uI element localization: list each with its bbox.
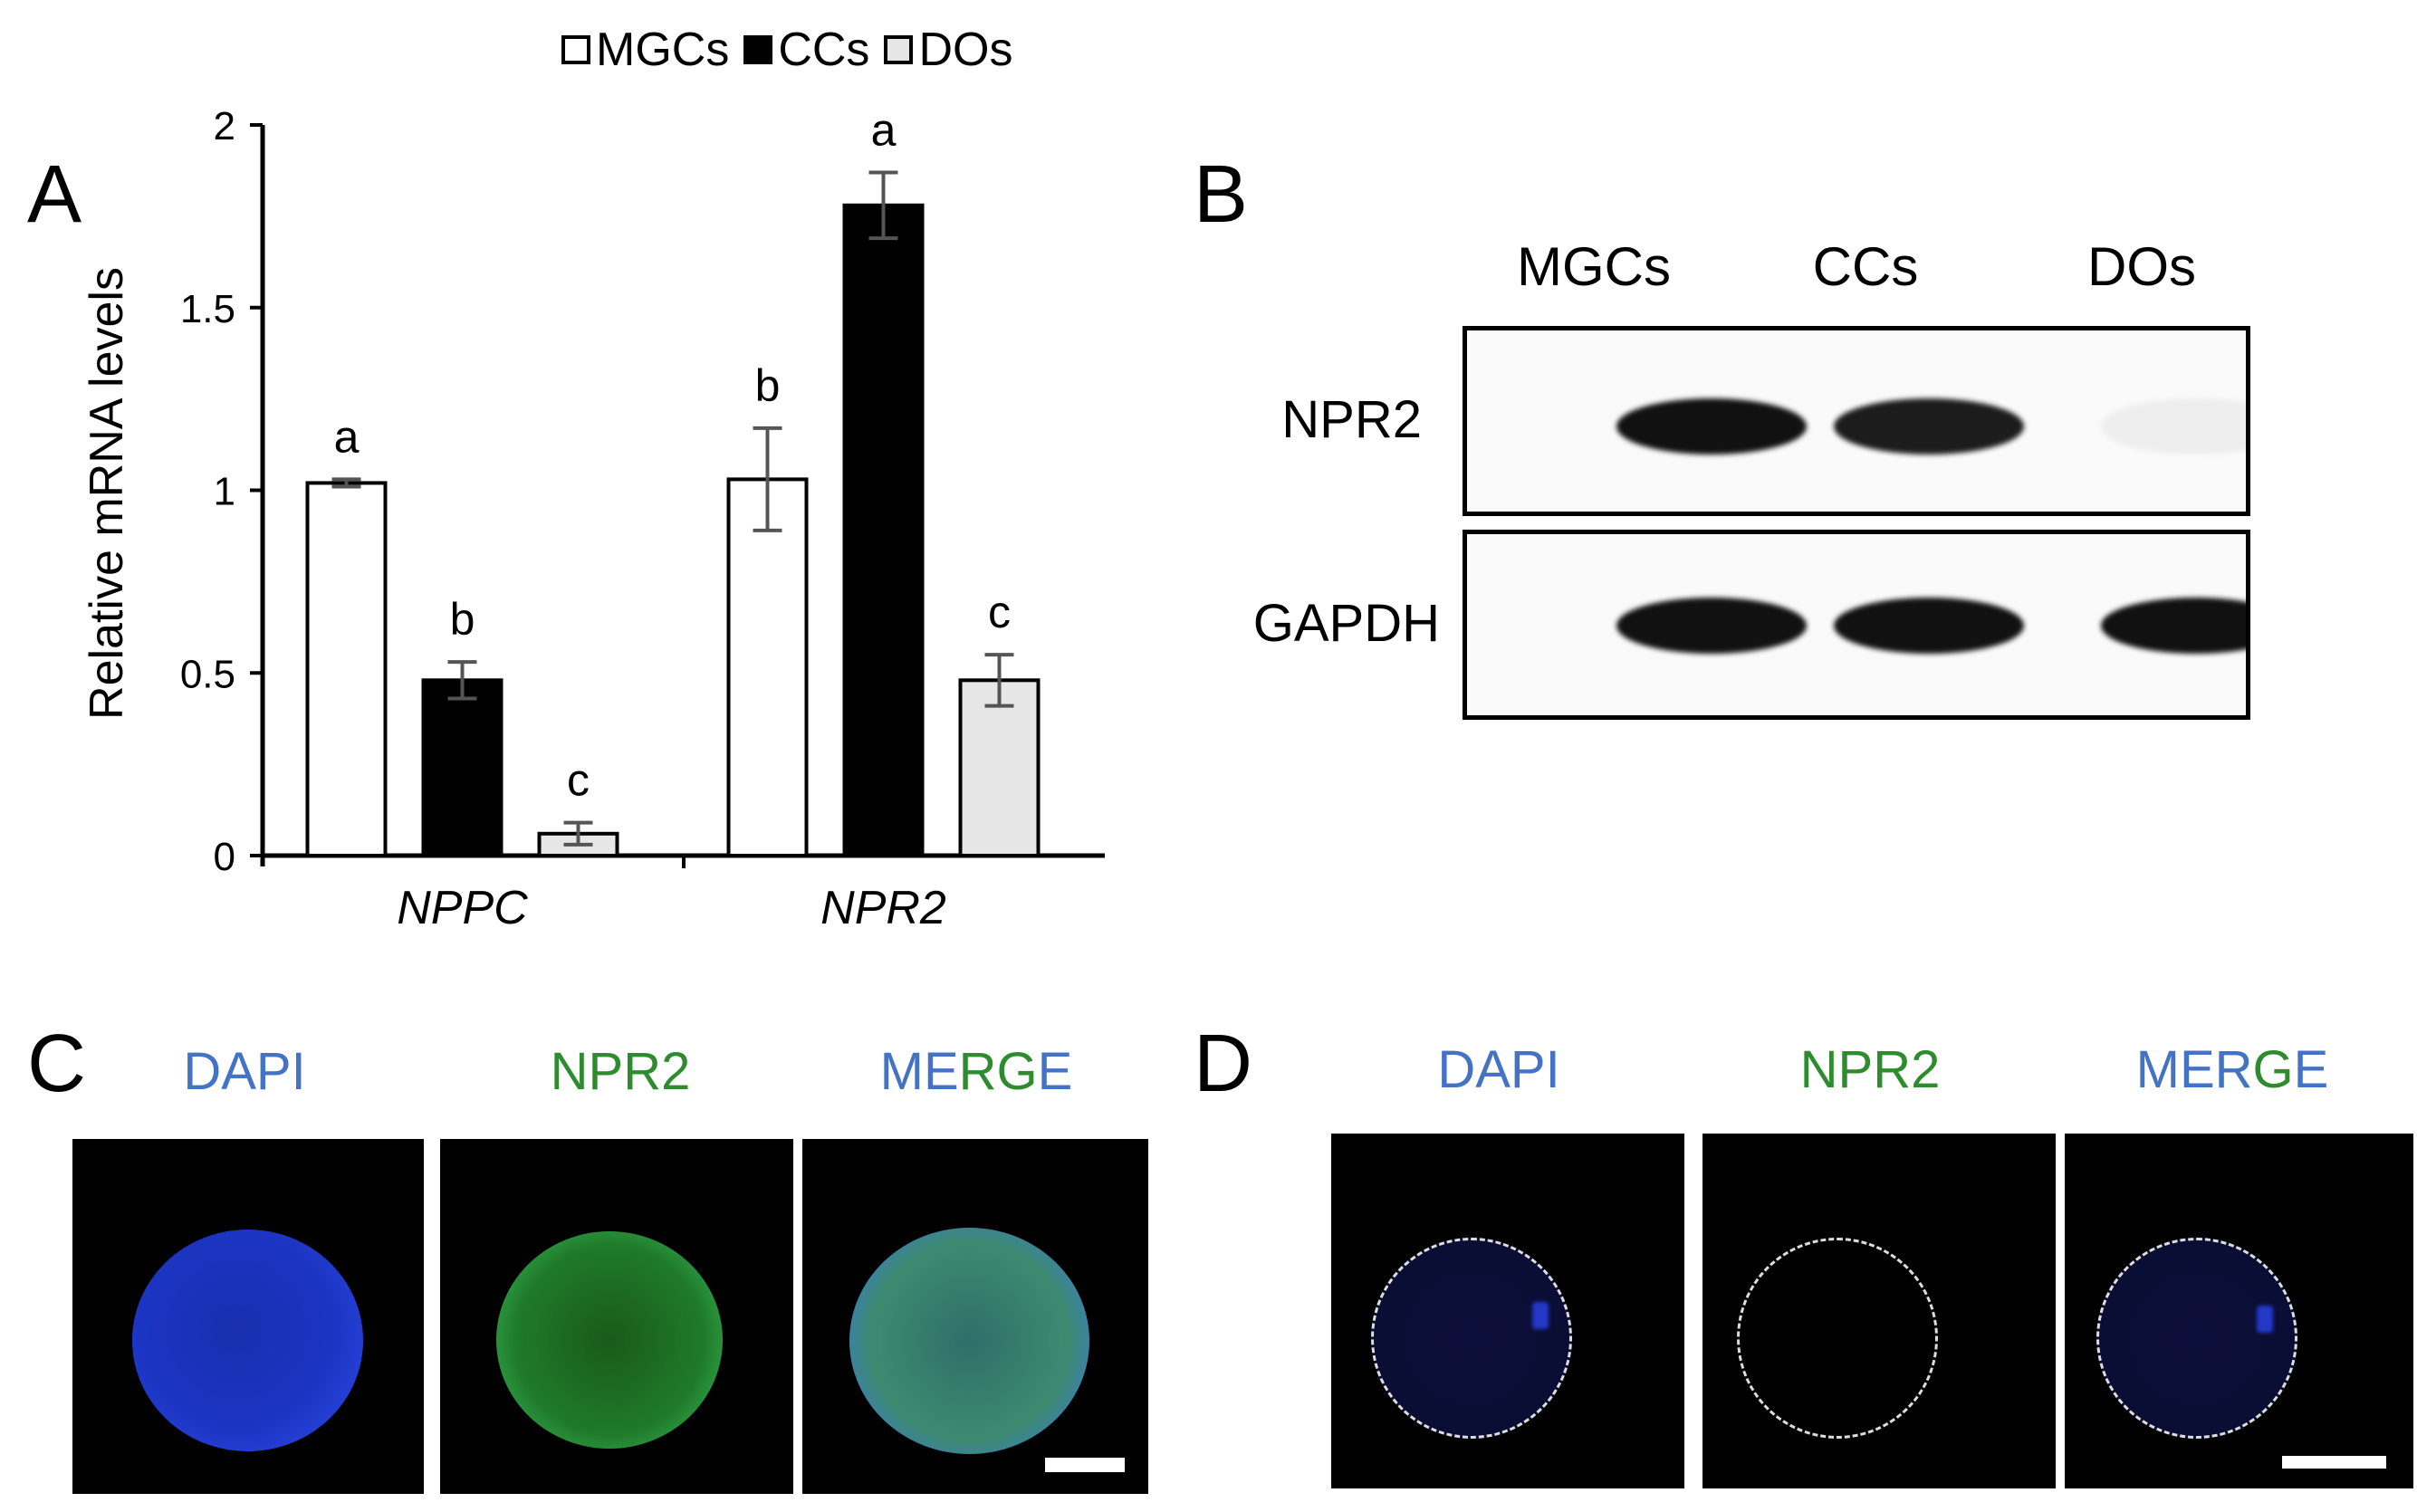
significance-letter-CCs-NPR2: a: [871, 104, 897, 155]
title-c-merge-rg: RG: [958, 1042, 1038, 1101]
title-c-merge-me: ME: [879, 1042, 959, 1101]
scale-bar-d: [2282, 1456, 2386, 1469]
micrograph-d-dapi: [1331, 1134, 1684, 1488]
row-label-npr2: NPR2: [1281, 390, 1422, 449]
band-npr2-dos: [2101, 398, 2246, 455]
significance-letter-DOs-NPR2: c: [988, 587, 1011, 637]
bar-CCs-NPR2: [842, 203, 925, 857]
lane-label-mgcs: MGCs: [1517, 236, 1671, 297]
micrograph-c-merge: [802, 1139, 1148, 1494]
chromatin-spot-d-merge: [2257, 1306, 2273, 1333]
significance-letter-MGCs-NPR2: b: [755, 360, 781, 411]
title-c-npr2: NPR2: [550, 1042, 691, 1101]
oocyte-merge-stain: [849, 1228, 1089, 1454]
legend-swatch-dos: [884, 35, 914, 64]
significance-letter-CCs-NPPC: b: [450, 594, 475, 645]
chart-legend: MGCs CCs DOs: [561, 18, 1027, 81]
bar-MGCs-NPPC: [305, 481, 388, 857]
oocyte-outline-d-npr2: [1737, 1238, 1938, 1439]
y-tick-label-0: 0: [214, 835, 235, 879]
band-gapdh-dos: [2101, 598, 2246, 654]
band-gapdh-mgcs: [1616, 598, 1807, 654]
lane-label-ccs: CCs: [1812, 236, 1919, 297]
micrograph-d-merge: [2065, 1134, 2413, 1488]
panel-letter-d: D: [1194, 1019, 1252, 1109]
oocyte-npr2-stain: [496, 1231, 723, 1449]
legend-swatch-ccs: [743, 35, 773, 64]
micrograph-c-npr2: [440, 1139, 793, 1494]
legend-label-ccs: CCs: [778, 24, 870, 76]
band-gapdh-ccs: [1834, 598, 2024, 654]
bar-CCs-NPPC: [421, 678, 504, 857]
chromatin-spot-d-dapi: [1532, 1302, 1549, 1329]
oocyte-outline-d-dapi: [1371, 1238, 1572, 1439]
significance-letter-MGCs-NPPC: a: [334, 411, 360, 462]
bar-MGCs-NPR2: [726, 477, 809, 858]
bar-DOs-NPR2: [958, 678, 1041, 857]
title-d-merge-e: E: [2293, 1040, 2329, 1099]
scale-bar-c: [1045, 1458, 1125, 1472]
title-d-dapi: DAPI: [1437, 1040, 1560, 1099]
panel-letter-c: C: [27, 1019, 86, 1109]
y-tick-label-4: 2: [214, 104, 235, 148]
y-tick-label-2: 1: [214, 470, 235, 514]
title-c-dapi: DAPI: [183, 1042, 306, 1101]
title-d-npr2: NPR2: [1799, 1040, 1941, 1099]
panel-letter-b: B: [1194, 149, 1249, 240]
band-npr2-ccs: [1834, 398, 2024, 455]
y-tick-label-1: 0.5: [180, 652, 235, 696]
y-tick-label-3: 1.5: [180, 287, 235, 331]
title-d-merge-me: MER: [2135, 1040, 2253, 1099]
x-category-label-0: NPPC: [397, 882, 528, 934]
title-d-merge-rg: G: [2252, 1040, 2294, 1099]
panel-letter-a: A: [27, 149, 82, 240]
blot-gapdh: [1463, 530, 2250, 720]
legend-label-dos: DOs: [918, 24, 1013, 76]
micrograph-c-dapi: [72, 1139, 424, 1494]
lane-label-dos: DOs: [2087, 236, 2196, 297]
x-category-label-1: NPR2: [820, 882, 946, 934]
title-d-merge: MERGE: [2060, 1039, 2404, 1100]
significance-letter-DOs-NPPC: c: [567, 755, 590, 806]
title-c-merge: MERGE: [804, 1041, 1148, 1102]
oocyte-dapi-stain: [132, 1230, 363, 1451]
band-npr2-mgcs: [1616, 398, 1807, 455]
y-axis-label: Relative mRNA levels: [81, 267, 133, 720]
blot-npr2: [1463, 326, 2250, 516]
legend-item-dos: DOs: [884, 23, 1012, 77]
legend-swatch-mgcs: [561, 35, 590, 64]
row-label-gapdh: GAPDH: [1252, 594, 1440, 653]
legend-item-mgcs: MGCs: [561, 23, 729, 77]
title-c-merge-e: E: [1037, 1042, 1073, 1101]
legend-label-mgcs: MGCs: [596, 24, 730, 76]
oocyte-outline-d-merge: [2096, 1238, 2297, 1439]
legend-item-ccs: CCs: [743, 23, 869, 77]
micrograph-d-npr2: [1702, 1134, 2056, 1488]
